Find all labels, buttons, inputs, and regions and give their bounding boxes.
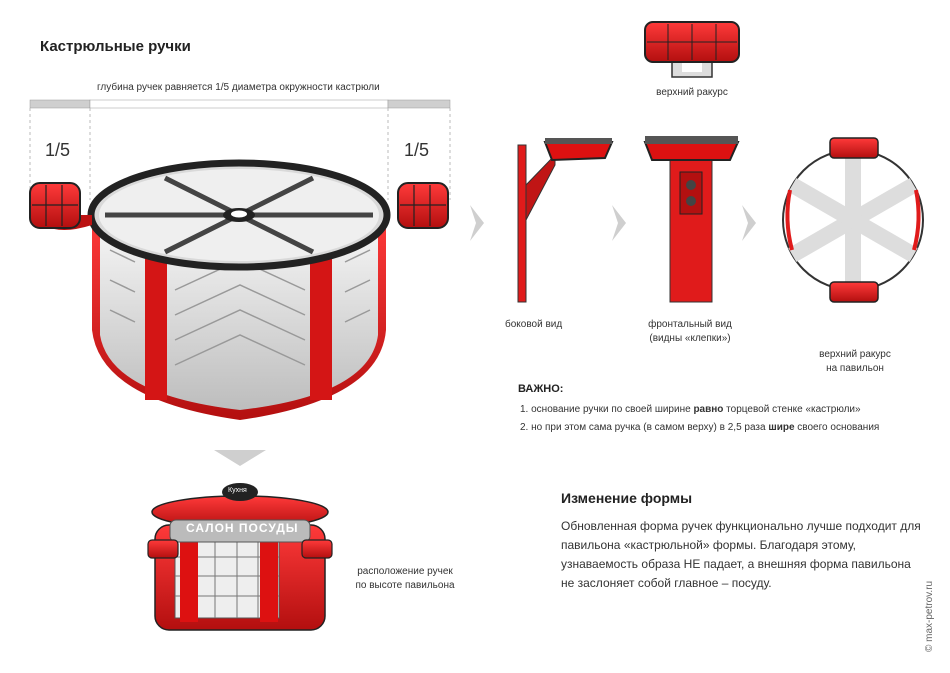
important-item-2: 2. но при этом сама ручка (в самом верху… — [520, 422, 879, 433]
pavilion-sign: САЛОН ПОСУДЫ — [186, 521, 299, 535]
fraction-right: 1/5 — [404, 140, 430, 160]
pavilion-top-view — [782, 137, 924, 303]
caption-top-view: верхний ракурс — [656, 87, 728, 98]
important-item-2-pre: 2. но при этом сама ручка (в самом верху… — [520, 422, 769, 433]
caption-front-view-line2: (видны «клепки») — [649, 333, 731, 344]
placement-note: расположение ручек по высоте павильона — [345, 565, 465, 593]
caption-top-pavilion-line1: верхний ракурс — [819, 349, 891, 360]
important-item-1-pre: 1. основание ручки по своей ширине — [520, 404, 694, 415]
placement-note-line1: расположение ручек — [357, 566, 453, 577]
important-heading: ВАЖНО: — [518, 383, 564, 395]
important-item-2-post: своего основания — [794, 422, 880, 433]
handle-top-view — [644, 21, 740, 78]
arrows — [214, 205, 756, 466]
large-pot-drawing — [29, 159, 449, 420]
caption-top-pavilion-line2: на павильон — [826, 363, 884, 374]
important-item-1-bold: равно — [693, 404, 724, 415]
small-pavilion-drawing — [147, 483, 333, 631]
caption-top-pavilion: верхний ракурс на павильон — [800, 348, 910, 376]
fraction-left: 1/5 — [45, 140, 71, 160]
placement-note-line2: по высоте павильона — [355, 580, 455, 591]
important-item-1-post: торцевой стенке «кастрюли» — [723, 404, 861, 415]
depth-note: глубина ручек равняется 1/5 диаметра окр… — [97, 82, 380, 93]
caption-side-view: боковой вид — [505, 319, 563, 330]
caption-front-view: фронтальный вид (видны «клепки») — [630, 318, 750, 346]
handle-front-view — [643, 136, 740, 303]
handle-side-view — [517, 138, 614, 303]
shape-change-text: Обновленная форма ручек функционально лу… — [561, 519, 921, 590]
page-title: Кастрюльные ручки — [40, 38, 191, 55]
lid-logo: Кухня — [228, 487, 247, 494]
important-item-1: 1. основание ручки по своей ширине равно… — [520, 404, 861, 415]
copyright: © max-petrov.ru — [924, 580, 935, 652]
important-item-2-bold: шире — [768, 422, 795, 433]
ruler — [29, 99, 451, 200]
shape-change-heading: Изменение формы — [561, 490, 693, 506]
caption-front-view-line1: фронтальный вид — [648, 319, 732, 330]
